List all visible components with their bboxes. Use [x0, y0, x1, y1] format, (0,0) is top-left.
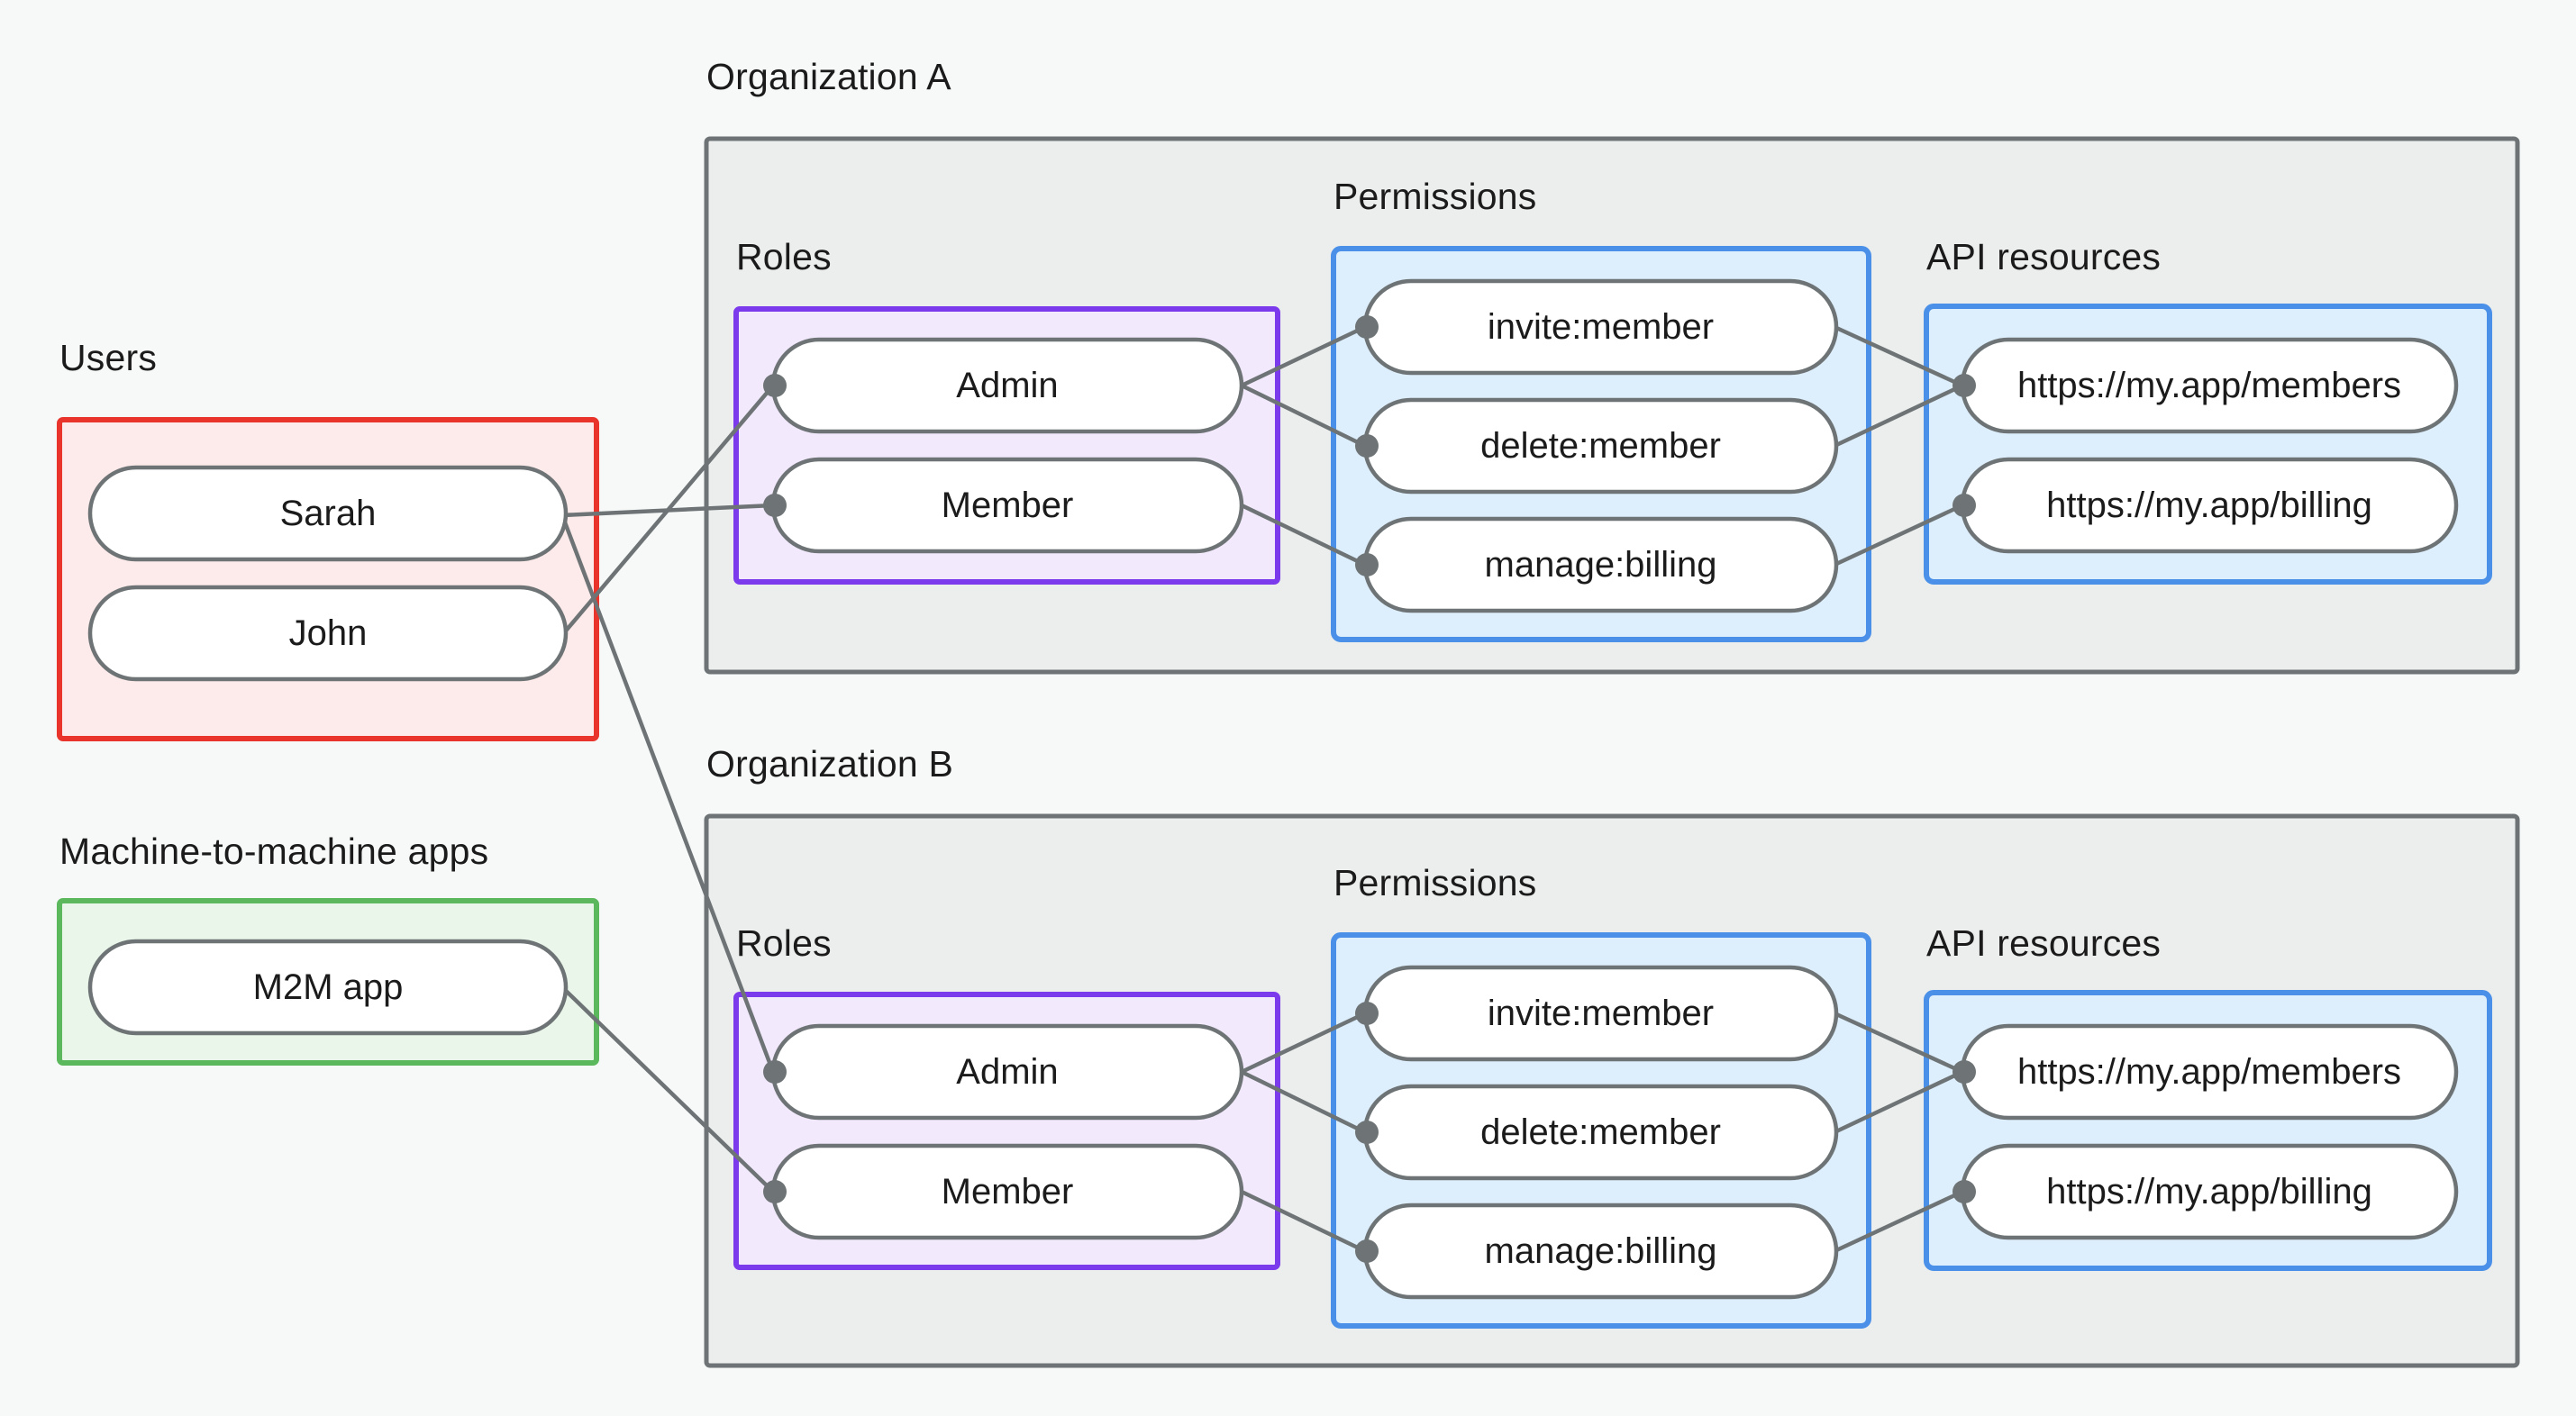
- org-b-label: Organization B: [706, 743, 954, 785]
- edge-orgB-admin-to-delete: [1239, 1069, 1368, 1135]
- pill-orgA-permission-1[interactable]: [1362, 397, 1839, 495]
- edges: [560, 324, 1965, 1254]
- pill-m2m-app[interactable]: [87, 939, 569, 1036]
- edge-orgB-member-to-billing: [1239, 1189, 1368, 1254]
- org-a-label: Organization A: [706, 56, 951, 97]
- edge-orgB-admin-to-invite: [1239, 1011, 1368, 1075]
- pill-orgB-role-admin[interactable]: [770, 1023, 1244, 1121]
- edge-orgA-delete-to-members: [1832, 383, 1965, 449]
- edge-sarah-to-orgB-admin: [560, 513, 776, 1075]
- edge-orgB-invite-to-members: [1832, 1011, 1965, 1075]
- pills: [87, 278, 2459, 1300]
- edge-endpoint-dots: [763, 315, 1976, 1263]
- pill-user-john[interactable]: [87, 585, 569, 682]
- pill-orgB-role-member[interactable]: [770, 1143, 1244, 1240]
- edge-orgB-billing-to-billing: [1832, 1189, 1965, 1254]
- pill-orgA-api-0[interactable]: [1960, 337, 2459, 434]
- endpoint-dot: [763, 1060, 787, 1084]
- pill-orgB-permission-0[interactable]: [1362, 965, 1839, 1062]
- permissions-a-label: Permissions: [1334, 176, 1537, 217]
- endpoint-dot: [1355, 1121, 1379, 1144]
- endpoint-dot: [1952, 1180, 1976, 1203]
- endpoint-dot: [1355, 1239, 1379, 1263]
- api-b-label: API resources: [1926, 922, 2162, 964]
- edge-orgA-admin-to-delete: [1239, 383, 1368, 449]
- pill-orgA-permission-0[interactable]: [1362, 278, 1839, 376]
- pill-user-sarah[interactable]: [87, 465, 569, 562]
- edge-orgA-admin-to-invite: [1239, 324, 1368, 388]
- edge-orgB-delete-to-members: [1832, 1069, 1965, 1135]
- permissions-b-label: Permissions: [1334, 862, 1537, 903]
- pill-orgA-role-member[interactable]: [770, 457, 1244, 554]
- endpoint-dot: [1355, 1002, 1379, 1025]
- roles-a-label: Roles: [736, 236, 832, 277]
- edge-orgA-billing-to-billing: [1832, 503, 1965, 567]
- users-group-label: Users: [59, 337, 158, 378]
- endpoint-dot: [1355, 553, 1379, 576]
- edge-john-to-orgA-admin: [560, 383, 776, 638]
- pill-orgA-api-1[interactable]: [1960, 457, 2459, 554]
- pill-orgA-role-admin[interactable]: [770, 337, 1244, 434]
- roles-b-label: Roles: [736, 922, 832, 964]
- endpoint-dot: [763, 1180, 787, 1203]
- pill-orgA-permission-2[interactable]: [1362, 516, 1839, 613]
- edge-orgA-invite-to-members: [1832, 324, 1965, 388]
- endpoint-dot: [1952, 1060, 1976, 1084]
- m2m-group-label: Machine-to-machine apps: [59, 831, 489, 872]
- endpoint-dot: [1952, 494, 1976, 517]
- edge-m2m-to-orgB-member: [560, 985, 776, 1194]
- endpoint-dot: [1952, 374, 1976, 397]
- endpoint-dot: [763, 494, 787, 517]
- endpoint-dot: [1355, 315, 1379, 339]
- endpoint-dot: [1355, 434, 1379, 458]
- pill-orgB-permission-2[interactable]: [1362, 1203, 1839, 1300]
- pill-orgB-api-1[interactable]: [1960, 1143, 2459, 1240]
- pill-orgB-permission-1[interactable]: [1362, 1084, 1839, 1181]
- pill-orgB-api-0[interactable]: [1960, 1023, 2459, 1121]
- api-a-label: API resources: [1926, 236, 2162, 277]
- edge-orgA-member-to-billing: [1239, 503, 1368, 567]
- endpoint-dot: [763, 374, 787, 397]
